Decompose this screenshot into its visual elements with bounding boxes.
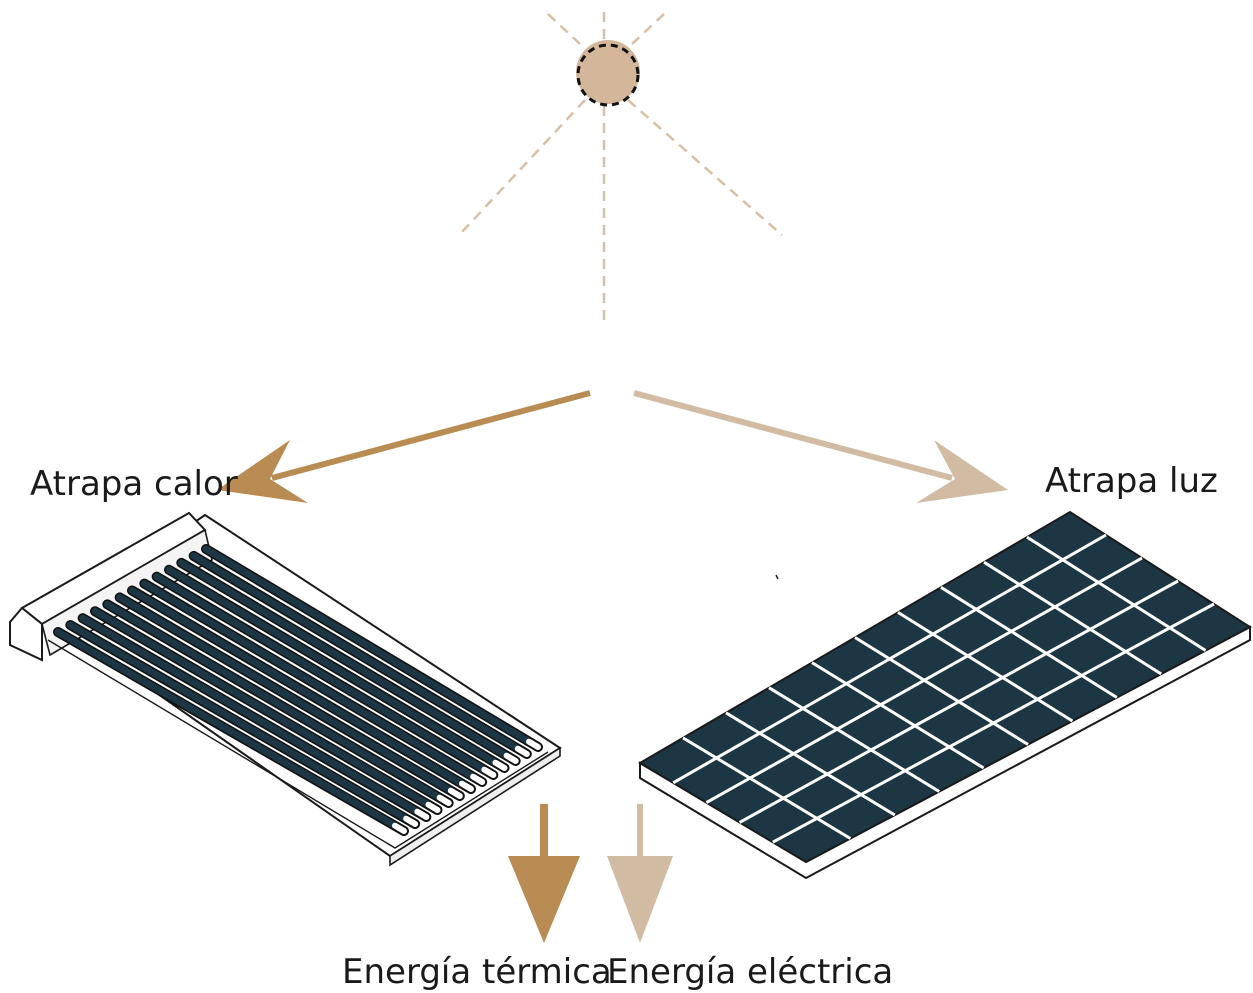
heat-arrow — [217, 390, 591, 503]
solar-thermal-collector-icon — [9, 511, 562, 867]
collector-tube — [165, 566, 497, 765]
collector-tube — [66, 621, 408, 821]
pv-grid-line — [1026, 535, 1207, 652]
pv-grid-line — [811, 661, 985, 770]
collector-tube-end — [414, 808, 430, 820]
light-arrow — [633, 390, 1008, 503]
collector-tube-end — [492, 759, 508, 771]
pv-grid-line — [725, 711, 896, 817]
electric-energy-label: Energía eléctrica — [607, 952, 893, 992]
collector-tube-end — [425, 801, 441, 813]
collector-tube — [177, 559, 509, 758]
pv-panel-surface — [638, 510, 1252, 864]
pv-grid-line — [738, 579, 1179, 824]
collector-tube-end — [392, 822, 407, 834]
collector-tube-end — [503, 752, 519, 764]
collector-tube — [190, 552, 520, 751]
collector-tube — [54, 628, 397, 828]
pv-grid-line — [682, 736, 852, 840]
collector-tube — [153, 573, 486, 772]
pv-grid-line — [705, 556, 1143, 804]
pv-grid-line — [897, 611, 1074, 723]
pv-grid-line — [983, 560, 1163, 676]
pv-grid-line — [772, 602, 1215, 844]
heat-collector-label: Atrapa calor — [30, 464, 238, 504]
collector-tube — [79, 614, 419, 814]
collector-header-front — [9, 606, 43, 662]
sun-disc — [576, 40, 640, 104]
collector-tube — [91, 607, 430, 807]
collector-tube — [116, 593, 453, 793]
pv-grid-line — [672, 533, 1107, 785]
collector-tube — [202, 545, 531, 744]
thermal-output-arrow — [508, 804, 580, 943]
sun-outline-dashed — [576, 43, 640, 107]
collector-tube-end — [447, 787, 463, 799]
collector-tube — [128, 587, 464, 786]
sun-icon — [461, 12, 783, 325]
collector-tube-end — [459, 780, 474, 792]
sun-rays — [461, 12, 783, 325]
collector-tube-end — [481, 766, 497, 778]
pv-grid-line — [768, 686, 940, 793]
collector-tube — [140, 580, 475, 779]
collector-tube — [103, 600, 442, 800]
photovoltaic-panel-icon — [638, 510, 1252, 880]
collector-tube-end — [470, 773, 486, 785]
collector-tubes — [53, 544, 543, 836]
pv-panel-grid — [672, 533, 1215, 844]
collector-frame-side — [389, 746, 561, 867]
collector-tube-end — [403, 815, 419, 827]
collector-tube-end — [526, 738, 541, 750]
thermal-energy-label: Energía térmica — [342, 952, 612, 992]
electric-output-arrow — [607, 804, 673, 943]
collector-tube-end — [436, 794, 452, 806]
pv-grid-line — [940, 586, 1118, 699]
pv-grid-line — [854, 636, 1029, 746]
collector-tube-end — [514, 745, 530, 757]
light-collector-label: Atrapa luz — [1045, 461, 1218, 501]
